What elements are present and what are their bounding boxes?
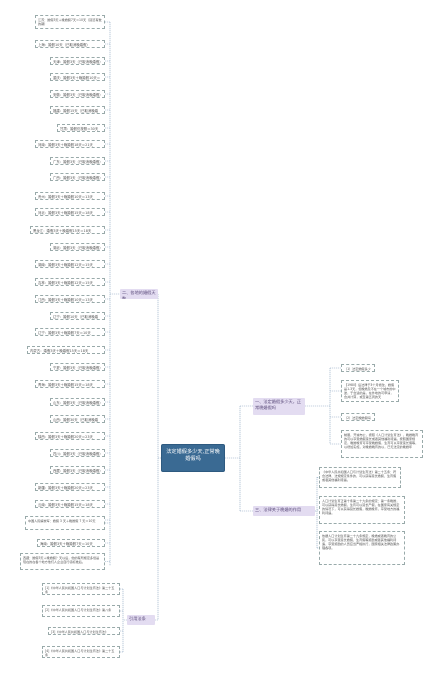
leaf-topic[interactable]: （1）法定婚假多少天 [341,364,375,372]
branch-regional-leave[interactable]: 二、各地的婚假天数 [120,289,158,299]
leaf-topic[interactable]: 山东：婚假3天（已取消晚婚假） [50,398,105,406]
branch-wedding-leave-days[interactable]: 一、法定婚假多少天，正常晚婚假吗 [253,398,305,415]
leaf-topic[interactable]: 海南：婚假3天＋晚婚假7天＝10天 [37,539,105,547]
leaf-topic[interactable]: [3]《中华人民共和国人口与计划生育法》 [48,627,120,635]
leaf-topic[interactable]: [2]《中华人民共和国人口与计划生育法》第八条 [42,605,120,617]
leaf-topic[interactable]: 内蒙古：婚假3天＋晚婚假15天＝18天 [27,346,105,354]
branch-law-late-marriage[interactable]: 三、法律关于晚婚的作用 [253,506,315,516]
leaf-topic[interactable]: 天津：婚假3天（已取消晚婚假） [50,57,105,65]
central-topic[interactable]: 法定婚假多少天,正常晚婚假吗 [161,444,225,472]
leaf-topic[interactable]: 湖北：婚假3天（已取消晚婚假） [50,243,105,251]
leaf-topic[interactable]: 辽宁：婚假3天＋晚婚假7天＝10天 [35,328,105,336]
leaf-topic[interactable]: 江苏：婚假3天＋晚婚假7天＝10天（延迟有数的期） [35,15,105,29]
leaf-topic[interactable]: 吉林：婚假3天＋晚婚假12天＝15天 [35,278,105,286]
leaf-topic[interactable]: 山西：婚假30天（已取消晚婚假） [50,415,105,423]
leaf-topic[interactable]: 广东：婚假3天（已取消晚婚假） [50,157,105,165]
leaf-topic[interactable]: 陕西：婚假3天＋晚婚假20天＝23天 [35,432,105,440]
leaf-topic[interactable]: 安徽：婚假3天（已取消晚婚假） [50,90,105,98]
leaf-topic[interactable]: 依据人口计划生育第二十九条规定，晚婚或者晚育的公民，可以享受延长婚假、生育假等奖… [319,531,405,565]
leaf-topic[interactable]: 河北：婚假3天＋晚婚假15天＝18天 [35,208,105,216]
branch-references[interactable]: 引用法条 [127,615,155,625]
leaf-topic[interactable]: 中国人民解放军：婚假 3 天＋晚婚假 7 天＝10天 [25,516,105,530]
leaf-topic[interactable]: 西藏：婚假3天＋晚婚假？天以后，他的有所规定多但是现在的在各个地方他们人企业自行… [20,553,105,570]
leaf-topic[interactable]: 广西：婚假3天（已取消晚婚假） [50,173,105,181]
leaf-topic[interactable]: 宁夏：婚假3天（已取消晚婚假） [50,363,105,371]
leaf-topic[interactable]: 人口计划生育正第十条第二十九条的规定：第一条晚婚，可以获得延长婚假，生育可以延长… [319,496,405,524]
leaf-topic[interactable]: 青海：婚假3天＋晚婚假15天＝18天 [35,380,105,388]
leaf-topic[interactable]: 重庆：婚假3天＋晚婚假10天＝13天 [50,73,105,81]
leaf-topic[interactable]: 云南：婚假3天＋晚婚假15天＝18天 [35,500,105,508]
leaf-topic[interactable]: 辽宁：婚假10天（已取消晚婚假） [50,312,105,320]
leaf-topic[interactable]: 甘肃：婚假仍按照＝30天 [57,124,105,132]
leaf-topic[interactable]: （2）法定晚婚假吗 [341,413,375,421]
leaf-topic[interactable]: 《中华人民共和国人口与计划生育法》第二十五条：符合法律、法规规定条件的，可以获得… [319,467,401,488]
leaf-topic[interactable]: 西藏：婚假3天（已取消晚婚假） [50,466,105,474]
leaf-topic[interactable]: 贵州：婚假3天＋晚婚假10天＝13天 [35,192,105,200]
leaf-topic[interactable]: 河南：婚假3天＋晚婚假18天＝21天 [35,140,105,148]
leaf-topic[interactable]: 湖南：婚假3天＋晚婚假12天＝15天 [35,260,105,268]
leaf-topic[interactable]: 制服，开诚布公，按照《人口计划生育法》，晚婚晚育的可以享受婚假延长或者其他福利待… [341,430,423,458]
leaf-topic[interactable]: [1]《中华人民共和国人口与计划生育法》第二十五条 [42,583,120,595]
leaf-topic[interactable]: [4]《中华人民共和国人口与计划生育法》第二十五条 [42,646,120,658]
leaf-topic[interactable]: 江西：婚假3天＋晚婚假10天＝13天 [35,295,105,303]
leaf-topic[interactable]: 【1980】后法律于3个月修改，婚假是1-3天，但晚婚及不在一个城市的中途，于合… [341,380,399,402]
leaf-topic[interactable]: 黑龙江：婚假3天＋晚婚假15天＝18天 [30,226,105,234]
leaf-topic[interactable]: 福建：婚假15天（已取消晚婚假） [50,106,105,114]
leaf-topic[interactable]: 新疆：婚假3天＋晚婚假20天＝23天 [35,483,105,491]
leaf-topic[interactable]: 上海：婚假10天（已取消晚婚假） [35,40,105,48]
leaf-topic[interactable]: 四川：婚假3天（已取消晚婚假） [50,449,105,457]
